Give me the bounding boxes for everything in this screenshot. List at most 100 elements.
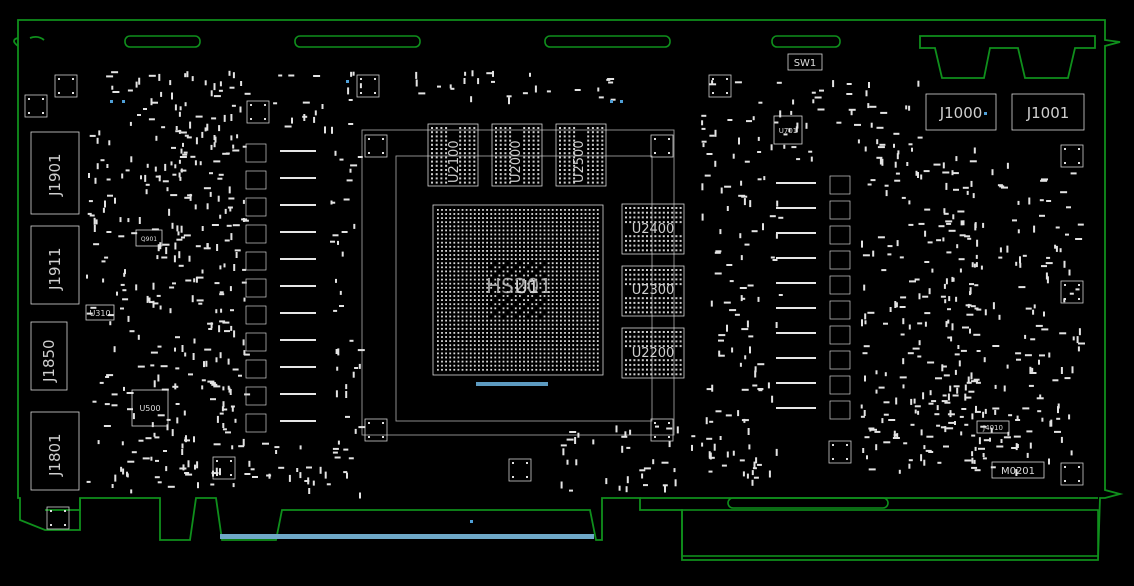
bga-ball [523, 217, 525, 219]
smd-pad [352, 371, 355, 378]
bga-ball [441, 360, 443, 363]
bga-ball [478, 291, 480, 293]
bga-ball [539, 286, 542, 289]
memory-ball [667, 239, 669, 242]
bga-ball [445, 299, 447, 301]
smd-pad [566, 459, 569, 465]
bga-ball [523, 332, 525, 334]
bga-ball [510, 327, 513, 330]
memory-ball [625, 311, 627, 314]
memory-ball [646, 331, 648, 333]
bga-ball [465, 286, 468, 289]
bga-ball [539, 299, 542, 301]
smd-pad [155, 459, 159, 462]
memory-ball [504, 135, 507, 138]
smd-pad [173, 255, 176, 263]
bga-ball [506, 270, 509, 273]
bga-ball [535, 241, 538, 244]
smd-pad [877, 146, 885, 149]
smd-pad [103, 425, 111, 427]
smd-pad [718, 350, 721, 357]
bga-ball [453, 307, 456, 310]
bga-ball [596, 360, 599, 363]
bga-ball [473, 213, 476, 215]
smd-pad [308, 488, 311, 494]
bga-ball [437, 352, 439, 355]
smd-pad [881, 269, 887, 272]
bga-ball [473, 348, 476, 351]
memory-ball [601, 160, 604, 163]
smd-pad [906, 162, 909, 166]
smd-pad [148, 301, 154, 304]
smd-pad [129, 121, 132, 126]
bga-ball [469, 221, 472, 224]
memory-ball [573, 143, 576, 146]
smd-pad [727, 119, 733, 121]
smd-pad [1039, 214, 1045, 217]
bga-ball [465, 348, 468, 351]
bga-ball [482, 274, 484, 277]
smd-pad [992, 407, 1000, 410]
smd-pad [857, 139, 860, 144]
memory-ball [637, 273, 640, 276]
bga-ball [506, 319, 509, 322]
smd-pad [701, 213, 704, 221]
bga-ball [453, 245, 456, 248]
mount-hole-pad [58, 92, 60, 94]
bga-ball [441, 364, 443, 367]
smd-pad [709, 134, 715, 137]
bga-ball [576, 250, 579, 252]
bga-ball [502, 221, 505, 224]
bga-ball [551, 213, 554, 215]
bga-ball [510, 254, 513, 256]
bga-ball [564, 291, 566, 293]
bga-ball [547, 327, 550, 330]
memory-ball [658, 340, 661, 343]
bga-ball [502, 327, 505, 330]
bga-ball [576, 221, 579, 224]
bga-ball [441, 237, 443, 240]
bga-ball [461, 282, 464, 285]
bga-ball [523, 327, 525, 330]
smd-pad [306, 466, 312, 469]
memory-ball [625, 269, 627, 271]
mount-hole-pad [264, 104, 266, 106]
bga-ball [547, 364, 550, 367]
bga-ball [486, 286, 488, 289]
smd-pad [925, 449, 932, 452]
bga-ball [588, 344, 591, 347]
smd-pad [938, 225, 945, 228]
bga-ball [490, 323, 493, 326]
smd-pad [123, 272, 126, 277]
bga-ball [441, 307, 443, 310]
bga-ball [576, 225, 579, 228]
bga-ball [564, 315, 566, 318]
mount-hole [650, 134, 674, 158]
smd-pad [691, 444, 693, 451]
bga-ball [445, 327, 447, 330]
smd-pad [109, 321, 112, 326]
smd-pad [732, 153, 735, 159]
memory-ball [650, 283, 653, 286]
bga-ball [527, 348, 529, 351]
bga-ball [543, 315, 546, 318]
memory-ball [431, 131, 433, 134]
memory-ball [499, 148, 502, 150]
smd-pad [347, 87, 350, 95]
bga-ball [527, 295, 529, 297]
memory-ball [650, 301, 653, 304]
smd-pad [756, 463, 762, 466]
bga-ball [486, 250, 488, 252]
bga-ball [551, 286, 554, 289]
bga-ball [584, 241, 587, 244]
memory-ball [445, 160, 448, 163]
bga-ball [449, 315, 452, 318]
bga-ball [437, 229, 439, 232]
smd-pad [908, 200, 911, 205]
smd-pad [701, 183, 704, 191]
bga-ball [539, 258, 542, 260]
bga-ball [441, 221, 443, 224]
memory-ball [463, 173, 466, 176]
bga-ball [465, 344, 468, 347]
bga-ball [486, 299, 488, 301]
